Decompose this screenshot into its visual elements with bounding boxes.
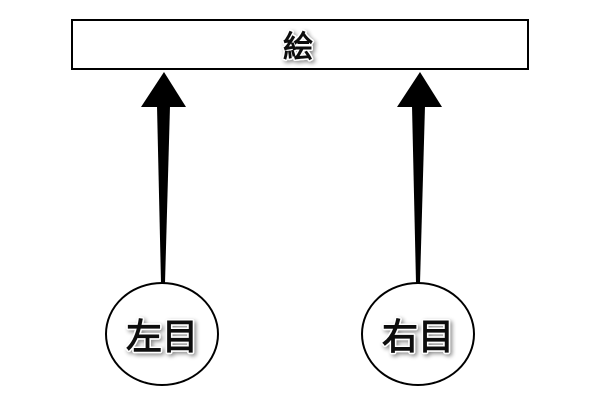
left-eye-label: 左目 [126,317,198,358]
right-eye-arrow [397,72,442,283]
picture-label: 絵 [283,30,313,65]
right-eye-node: 右目 [361,282,475,386]
left-eye-node: 左目 [105,282,219,386]
right-eye-label: 右目 [382,317,454,358]
picture-box: 絵 [71,19,529,70]
left-eye-arrow [141,72,186,283]
